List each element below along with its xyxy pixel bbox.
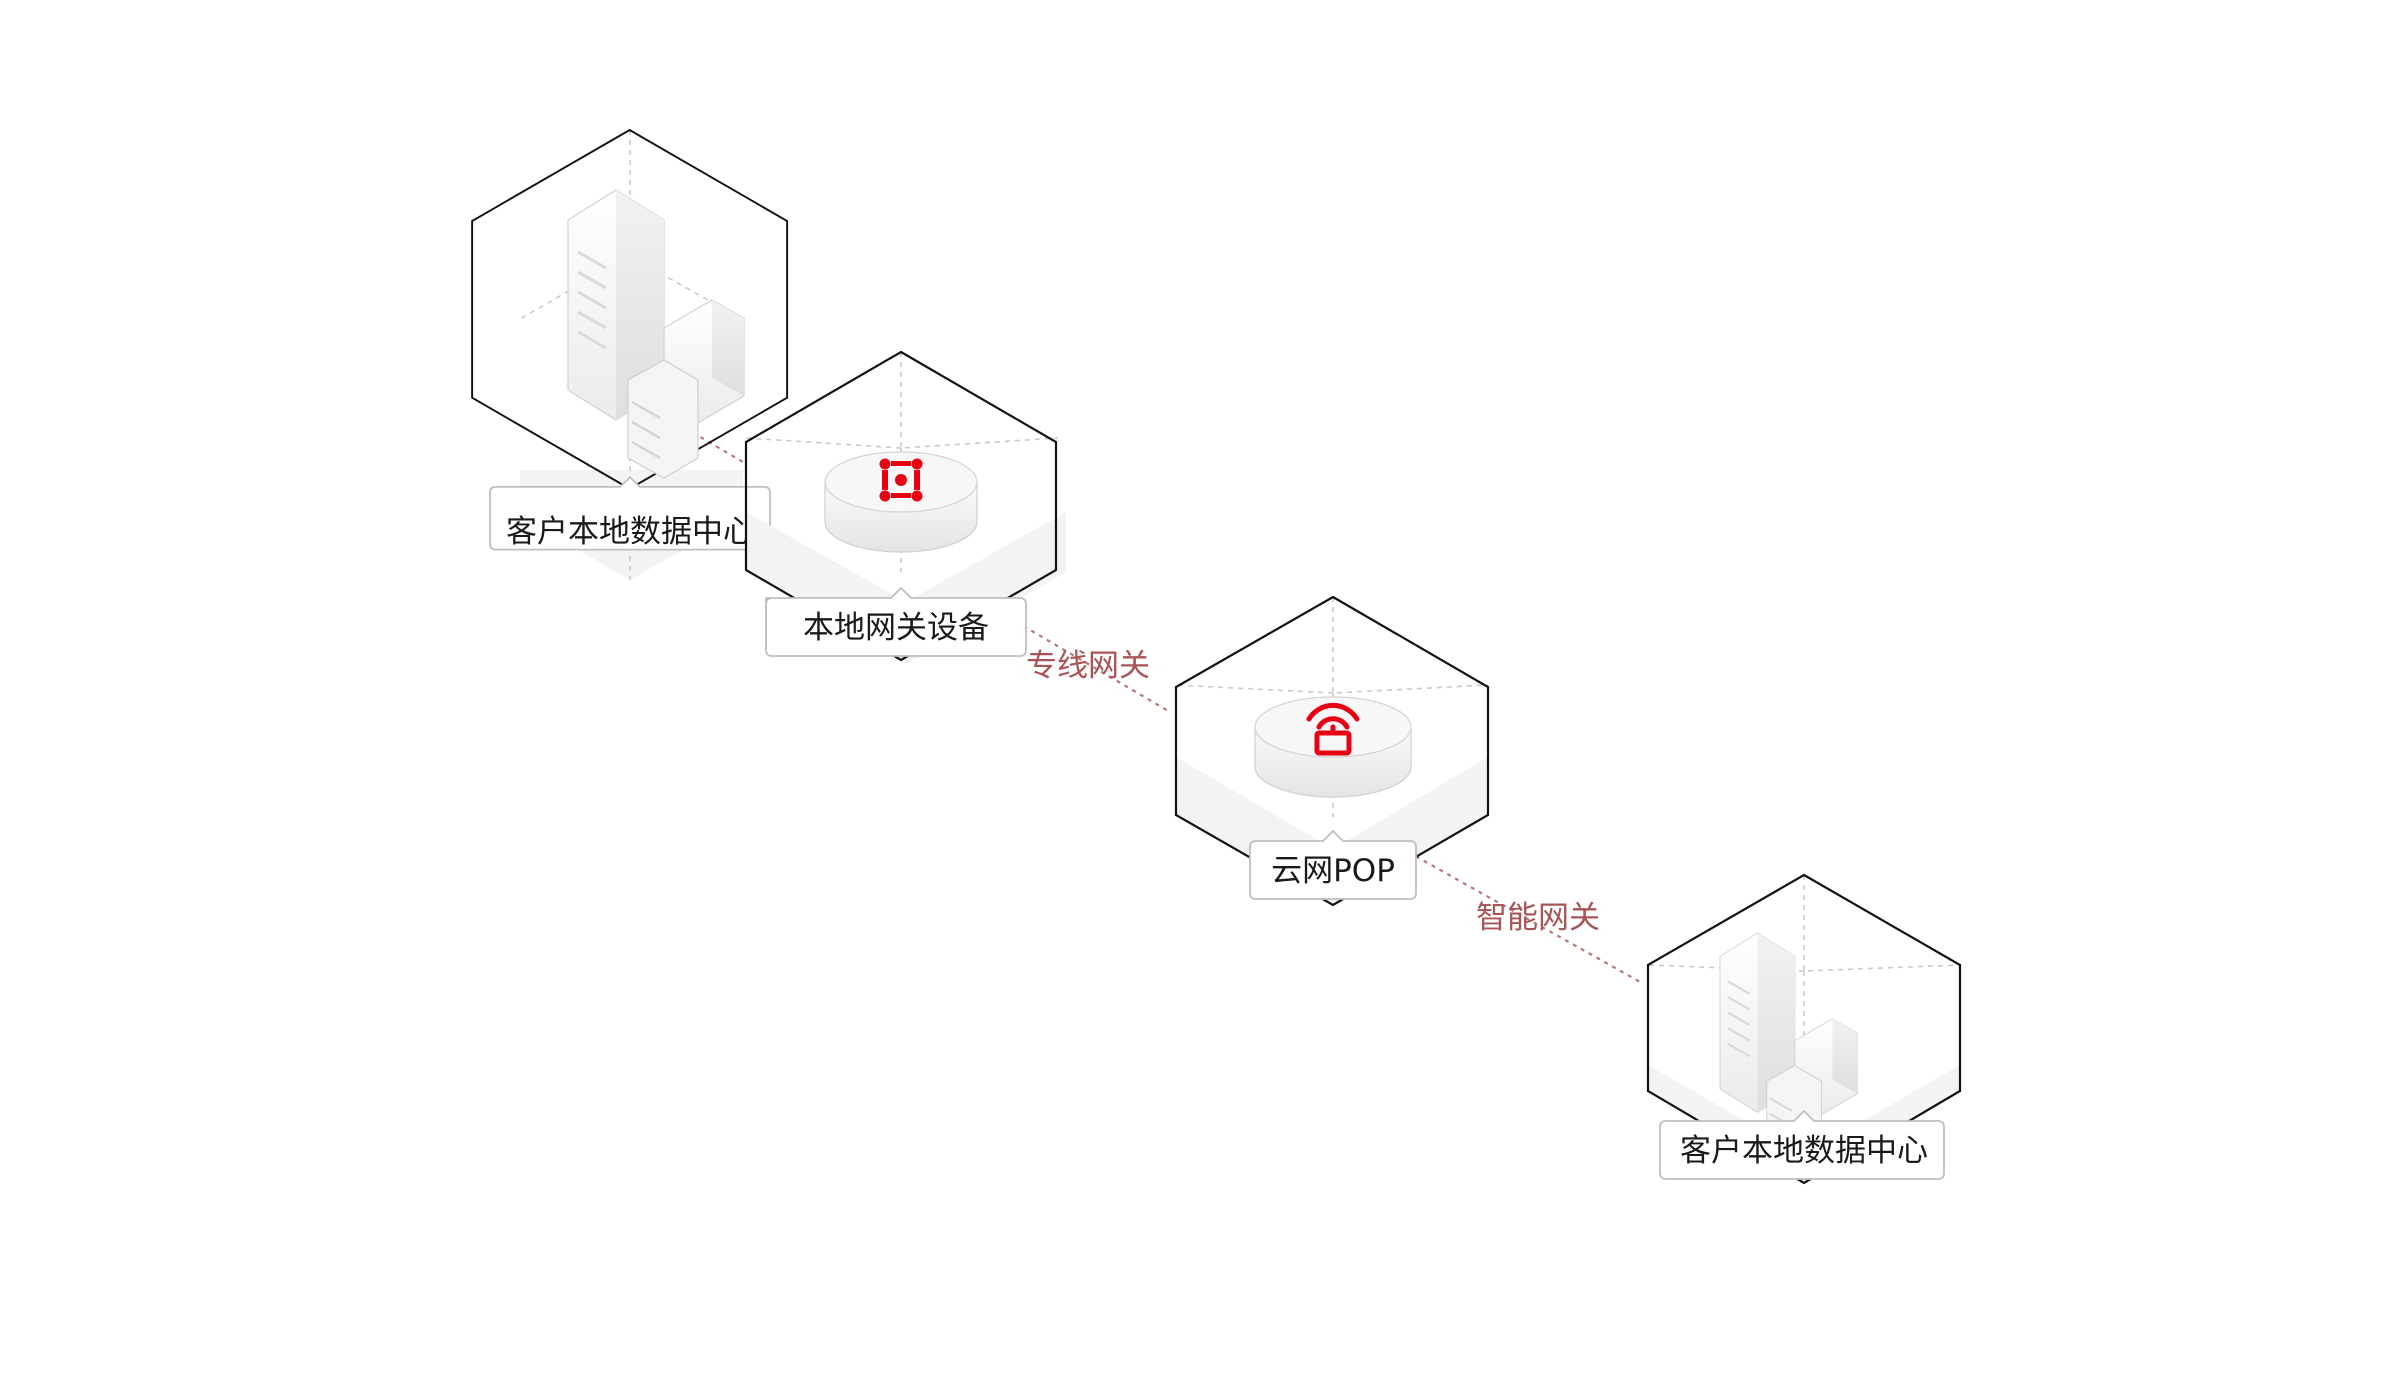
node-label-dc1: 客户本地数据中心 — [506, 514, 754, 550]
link-gateway-pop — [1007, 616, 1171, 713]
links-layer: 专线网关 智能网关 — [614, 386, 1643, 984]
data-center-building-icon — [567, 189, 745, 479]
cloud-pop-router-icon — [1254, 696, 1412, 798]
link-label-smart-gateway: 智能网关 — [1476, 900, 1600, 936]
node-label-box: 客户本地数据中心 — [1659, 1109, 1945, 1180]
link-label-dedicated-gateway: 专线网关 — [1026, 648, 1150, 684]
node-cloud-pop: 云网POP — [1174, 595, 1490, 907]
gateway-device-icon — [824, 451, 978, 553]
node-label-box: 云网POP — [1249, 829, 1417, 900]
node-label-box: 客户本地数据中心 — [489, 476, 771, 551]
node-label-box: 本地网关设备 — [765, 586, 1027, 657]
node-data-center-1: 客户本地数据中心 — [471, 128, 789, 580]
router-signal-icon — [1306, 702, 1360, 756]
node-label-dc2: 客户本地数据中心 — [1680, 1133, 1928, 1169]
node-label-gateway: 本地网关设备 — [803, 610, 989, 646]
node-label-pop: 云网POP — [1271, 853, 1395, 889]
grid-nodes-icon — [879, 458, 923, 502]
node-gateway-device: 本地网关设备 — [744, 350, 1066, 664]
node-data-center-2: 客户本地数据中心 — [1646, 873, 1962, 1185]
